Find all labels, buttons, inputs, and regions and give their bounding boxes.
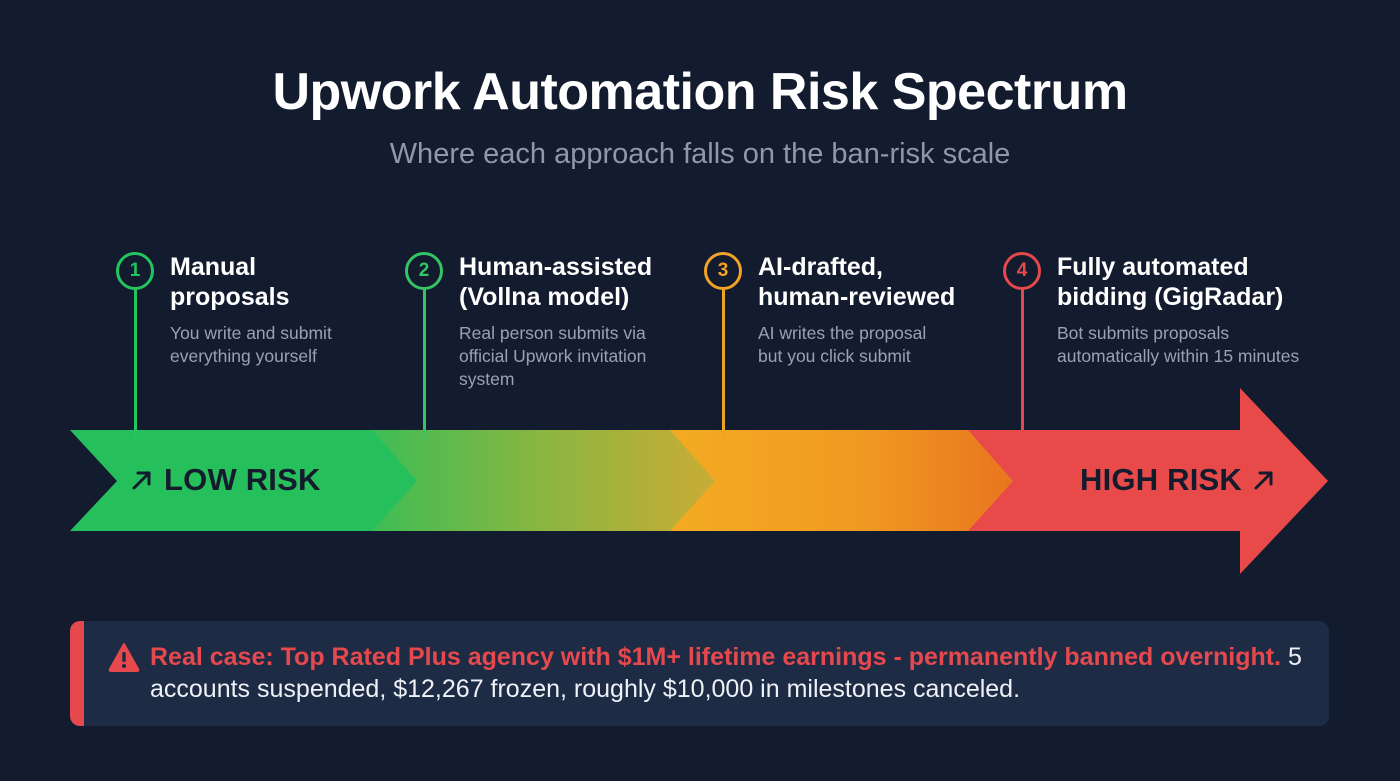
step-number-badge: 4 [1003,252,1041,290]
arrow-up-right-icon [132,471,151,490]
segment-high-risk [960,388,1328,574]
segment-3 [668,430,1013,531]
low-risk-label: LOW RISK [130,462,321,498]
callout-detail: 5 accounts suspended, $12,267 frozen, ro… [150,643,1302,703]
real-case-callout: Real case: Top Rated Plus agency with $1… [70,621,1329,726]
connector-line [722,288,725,438]
step-description: AI writes the proposal but you click sub… [758,323,927,366]
step-title: Human-assisted (Vollna model) [459,253,653,311]
segment-2 [370,430,715,531]
step-description: You write and submit everything yourself [170,323,332,366]
callout-emphasis: Real case: Top Rated Plus agency with $1… [150,643,1282,671]
callout-text: Real case: Top Rated Plus agency with $1… [150,641,1310,705]
step-title: AI-drafted, human-reviewed [758,253,956,311]
step-number-badge: 2 [405,252,443,290]
step-number-badge: 1 [116,252,154,290]
step-description: Bot submits proposals automatically with… [1057,323,1300,366]
connector-line [134,288,137,438]
step-description: Real person submits via official Upwork … [459,323,647,389]
warning-triangle-icon [108,643,140,672]
page-subtitle: Where each approach falls on the ban-ris… [389,138,1011,170]
step-title: Fully automated bidding (GigRadar) [1057,253,1284,311]
segment-low-risk [70,430,417,531]
connector-line [423,288,426,438]
connector-line [1021,288,1024,438]
arrow-up-right-icon [1254,471,1273,490]
page-title: Upwork Automation Risk Spectrum [272,63,1128,121]
high-risk-label: HIGH RISK [1080,462,1276,498]
step-number-badge: 3 [704,252,742,290]
callout-accent-bar [70,621,84,726]
step-title: Manual proposals [170,253,290,311]
